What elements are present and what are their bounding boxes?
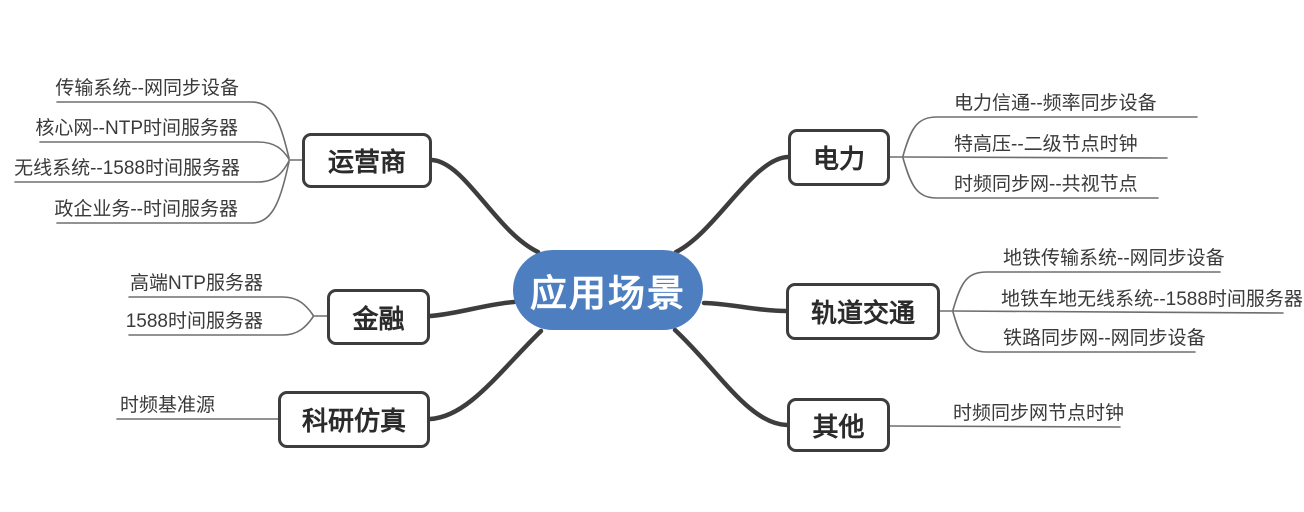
leaf-topic-research-simulation-0[interactable]: 时频基准源 [119,395,215,416]
leaf-line-power-0 [902,116,1198,157]
connector-center-finance [427,299,517,319]
connector-center-rail-transit [701,300,789,314]
leaf-line-power-1 [902,156,1168,159]
branch-node-research-simulation[interactable]: 科研仿真 [278,391,430,448]
leaf-line-operators-3 [56,161,290,224]
leaf-topic-operators-2[interactable]: 无线系统--1588时间服务器 [14,158,240,179]
leaf-topic-rail-transit-2[interactable]: 铁路同步网--网同步设备 [1003,328,1206,349]
leaf-topic-operators-0[interactable]: 传输系统--网同步设备 [55,78,239,99]
leaf-line-operators-0 [56,101,290,159]
branch-node-operators[interactable]: 运营商 [302,133,432,188]
leaf-topic-power-0[interactable]: 电力信通--频率同步设备 [954,93,1157,114]
connector-center-others [672,327,790,428]
leaf-line-rail-transit-1 [952,310,1284,314]
leaf-line-operators-1 [39,141,290,160]
leaf-topic-operators-1[interactable]: 核心网--NTP时间服务器 [35,118,238,139]
connector-center-research-simulation [427,328,544,422]
branch-node-power[interactable]: 电力 [788,129,890,186]
leaf-line-rail-transit-2 [952,311,1196,353]
leaf-topic-operators-3[interactable]: 政企业务--时间服务器 [54,199,238,220]
leaf-line-finance-0 [128,296,314,316]
leaf-topic-power-2[interactable]: 时频同步网--共视节点 [954,174,1138,195]
connector-center-operators [429,157,541,255]
leaf-topic-others-0[interactable]: 时频同步网节点时钟 [953,403,1125,424]
leaf-topic-rail-transit-1[interactable]: 地铁车地无线系统--1588时间服务器 [1001,289,1303,310]
branch-node-finance[interactable]: 金融 [327,289,430,345]
leaf-topic-finance-1[interactable]: 1588时间服务器 [125,311,263,332]
branch-node-rail-transit[interactable]: 轨道交通 [786,283,940,340]
connector-center-power [673,154,791,255]
leaf-topic-rail-transit-0[interactable]: 地铁传输系统--网同步设备 [1003,248,1225,269]
leaf-topic-finance-0[interactable]: 高端NTP服务器 [129,273,263,294]
central-topic[interactable]: 应用场景 [513,250,703,330]
branch-node-others[interactable]: 其他 [787,398,890,452]
leaf-line-finance-1 [128,316,314,336]
leaf-line-operators-2 [14,160,290,183]
leaf-line-others-0 [889,425,1121,428]
leaf-topic-power-1[interactable]: 特高压--二级节点时钟 [954,134,1138,155]
leaf-line-power-2 [902,157,1159,199]
leaf-line-rail-transit-0 [952,271,1221,311]
